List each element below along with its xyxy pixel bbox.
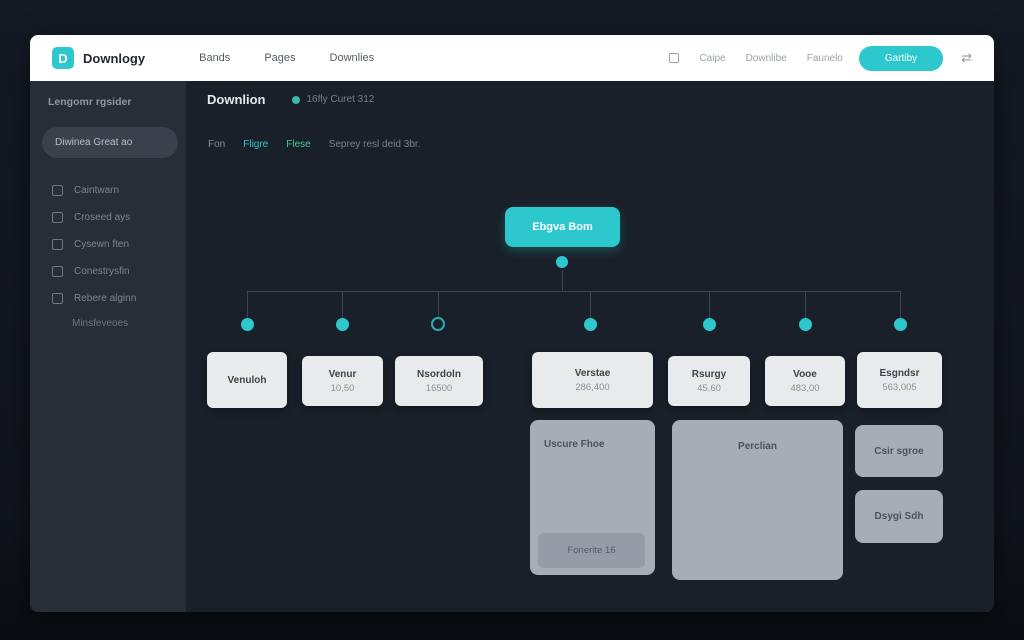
swap-arrows-icon[interactable]: ⇄ — [961, 50, 972, 66]
connector-vertical-root — [562, 270, 563, 291]
flow-node-circle-2[interactable] — [336, 318, 349, 331]
sidebar-subitem-minsfeveoes[interactable]: Minsfeveoes — [30, 312, 186, 335]
flow-node-circle-4[interactable] — [584, 318, 597, 331]
topbar-right-links: Caipe Downlibe Faunelo — [669, 53, 842, 64]
connector-stub-5 — [709, 291, 710, 318]
folder-icon — [52, 212, 63, 223]
sidebar-title: Lengomr rgsider — [48, 96, 131, 108]
link-caipe[interactable]: Caipe — [699, 53, 725, 64]
flow-card-vooe[interactable]: Vooe 483,00 — [765, 356, 845, 406]
connector-stub-6 — [805, 291, 806, 318]
link-downlibe[interactable]: Downlibe — [746, 53, 787, 64]
filter-flese[interactable]: Flese — [286, 139, 310, 150]
main-header: Downlion 16fly Curet 312 — [207, 92, 374, 107]
flow-node-circle-6[interactable] — [799, 318, 812, 331]
sidebar-item-caintwarn[interactable]: Caintwarn — [30, 177, 186, 204]
flow-root-node[interactable]: Ebgva Bom — [505, 207, 620, 247]
app-logo-icon[interactable]: D — [52, 47, 74, 69]
flow-node-circle-7[interactable] — [894, 318, 907, 331]
connector-stub-4 — [590, 291, 591, 318]
connector-stub-2 — [342, 291, 343, 318]
sidebar-list: Caintwarn Croseed ays Cysewn ften Conest… — [30, 177, 186, 335]
flow-card-nsordoln[interactable]: Nsordoln 16500 — [395, 356, 483, 406]
flow-node-circle-5[interactable] — [703, 318, 716, 331]
connector-stub-1 — [247, 291, 248, 318]
settings-icon — [52, 266, 63, 277]
nav-item-bands[interactable]: Bands — [199, 52, 230, 64]
status-text: 16fly Curet 312 — [307, 94, 375, 105]
status-badge: 16fly Curet 312 — [292, 94, 375, 105]
main-content: Downlion 16fly Curet 312 Fon Fligre Fles… — [186, 81, 994, 612]
flow-card-esgndsr[interactable]: Esgndsr 563,005 — [857, 352, 942, 408]
connector-horizontal — [247, 291, 900, 292]
primary-cta-button[interactable]: Gartiby — [859, 46, 943, 71]
flow-root-connector-dot[interactable] — [556, 256, 568, 268]
flow-card-venur[interactable]: Venur 10,50 — [302, 356, 383, 406]
grid-icon[interactable] — [669, 53, 679, 63]
filter-row: Fon Fligre Flese Seprey resl deid 3br. — [208, 139, 420, 150]
panel-perclian[interactable]: Perclian — [672, 420, 843, 580]
sidebar-item-conestrysfin[interactable]: Conestrysfin — [30, 258, 186, 285]
brand-name: Downlogy — [83, 51, 145, 66]
nav-item-downlies[interactable]: Downlies — [330, 52, 375, 64]
filter-note: Seprey resl deid 3br. — [329, 139, 421, 150]
flow-card-verstae[interactable]: Verstae 286,400 — [532, 352, 653, 408]
nav-item-pages[interactable]: Pages — [264, 52, 295, 64]
panel-inner-fonerite[interactable]: Fonerite 16 — [538, 533, 645, 568]
connector-stub-3 — [438, 291, 439, 318]
link-faunelo[interactable]: Faunelo — [807, 53, 843, 64]
layers-icon — [52, 239, 63, 250]
panel-dsygi-sdh[interactable]: Dsygi Sdh — [855, 490, 943, 543]
page-title: Downlion — [207, 92, 266, 107]
sidebar-active-item[interactable]: Diwinea Great ao — [42, 127, 178, 158]
flow-card-rsurgy[interactable]: Rsurgy 45,60 — [668, 356, 750, 406]
panel-csir-sgroe[interactable]: Csir sgroe — [855, 425, 943, 477]
flow-node-circle-3-open[interactable] — [431, 317, 445, 331]
filter-fon[interactable]: Fon — [208, 139, 225, 150]
top-bar: D Downlogy Bands Pages Downlies Caipe Do… — [30, 35, 994, 81]
flow-node-circle-1[interactable] — [241, 318, 254, 331]
status-dot-icon — [292, 96, 300, 104]
document-icon — [52, 185, 63, 196]
connector-stub-7 — [900, 291, 901, 318]
filter-fligre[interactable]: Fligre — [243, 139, 268, 150]
chart-icon — [52, 293, 63, 304]
sidebar-item-croseed[interactable]: Croseed ays — [30, 204, 186, 231]
top-nav: Bands Pages Downlies — [199, 52, 374, 64]
app-window: D Downlogy Bands Pages Downlies Caipe Do… — [30, 35, 994, 612]
sidebar-item-rebere[interactable]: Rebere alginn — [30, 285, 186, 312]
sidebar-item-cysewn[interactable]: Cysewn ften — [30, 231, 186, 258]
sidebar: Lengomr rgsider Diwinea Great ao Caintwa… — [30, 81, 186, 612]
flow-card-venuloh[interactable]: Venuloh — [207, 352, 287, 408]
